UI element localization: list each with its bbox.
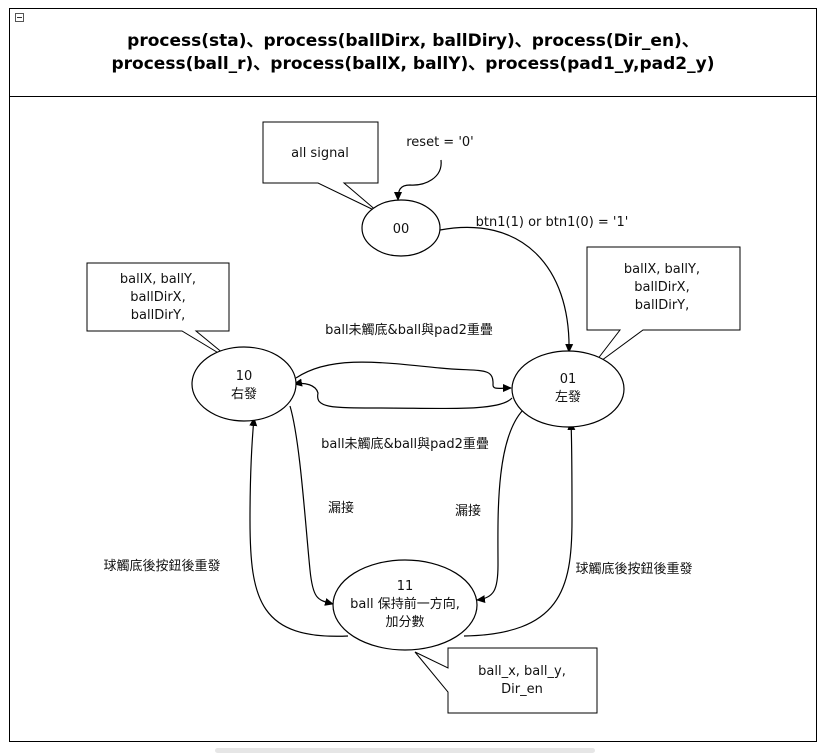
state-11-desc-2: 加分數	[385, 615, 424, 630]
label-overlap-top: ball未觸底&ball與pad2重疊	[325, 322, 493, 338]
reset-arrow	[394, 159, 442, 201]
transition-00-01	[439, 226, 574, 353]
transition-11-10	[249, 417, 349, 637]
transition-10-11	[289, 405, 334, 606]
diagram-frame	[9, 8, 817, 742]
note-right-line-2: ballDirX,	[634, 280, 689, 295]
title-line-2: process(ball_r)、process(ballX, ballY)、pr…	[111, 54, 715, 74]
note-all-signal-text: all signal	[291, 146, 349, 161]
note-bottom-line-1: ball_x, ball_y,	[478, 664, 566, 679]
state-10-code: 10	[236, 369, 253, 384]
note-bottom-signals: ball_x, ball_y, Dir_en	[414, 647, 598, 714]
horizontal-scrollbar[interactable]	[215, 748, 595, 753]
state-11: 11 ball 保持前一方向, 加分數	[332, 559, 478, 651]
state-11-code: 11	[397, 579, 414, 594]
title-line-1: process(sta)、process(ballDirx, ballDiry)…	[127, 31, 699, 51]
transition-11-01	[463, 421, 576, 637]
state-01-code: 01	[560, 372, 577, 387]
label-restart-right: 球觸底後按鈕後重發	[575, 561, 692, 577]
label-miss-left: 漏接	[328, 500, 354, 516]
label-miss-right: 漏接	[455, 503, 481, 519]
note-right-line-3: ballDirY,	[635, 298, 689, 313]
label-restart-left: 球觸底後按鈕後重發	[103, 558, 220, 574]
note-right-line-1: ballX, ballY,	[624, 262, 700, 277]
state-00: 00	[361, 199, 441, 257]
transition-10-01	[295, 361, 512, 393]
note-bottom-line-2: Dir_en	[501, 682, 543, 697]
diagram-title: process(sta)、process(ballDirx, ballDiry)…	[9, 30, 817, 76]
note-right-signals: ballX, ballY, ballDirX, ballDirY,	[586, 246, 741, 370]
state-01-name: 左發	[555, 390, 581, 405]
state-11-desc-1: ball 保持前一方向,	[350, 596, 460, 612]
note-left-line-2: ballDirX,	[130, 290, 185, 305]
label-overlap-mid: ball未觸底&ball與pad2重疊	[321, 436, 489, 452]
note-left-line-1: ballX, ballY,	[120, 272, 196, 287]
note-all-signal: all signal	[262, 121, 379, 213]
label-btn: btn1(1) or btn1(0) = '1'	[476, 215, 629, 230]
note-left-line-3: ballDirY,	[131, 308, 185, 323]
state-01: 01 左發	[511, 350, 625, 428]
transition-01-11	[476, 409, 524, 604]
state-00-label: 00	[393, 222, 410, 237]
state-10: 10 右發	[191, 346, 297, 422]
label-reset: reset = '0'	[406, 135, 474, 150]
note-left-signals: ballX, ballY, ballDirX, ballDirY,	[86, 262, 236, 364]
header-divider	[9, 96, 817, 97]
state-10-name: 右發	[231, 387, 257, 402]
transition-01-10	[293, 378, 513, 410]
collapse-icon[interactable]	[15, 13, 24, 22]
